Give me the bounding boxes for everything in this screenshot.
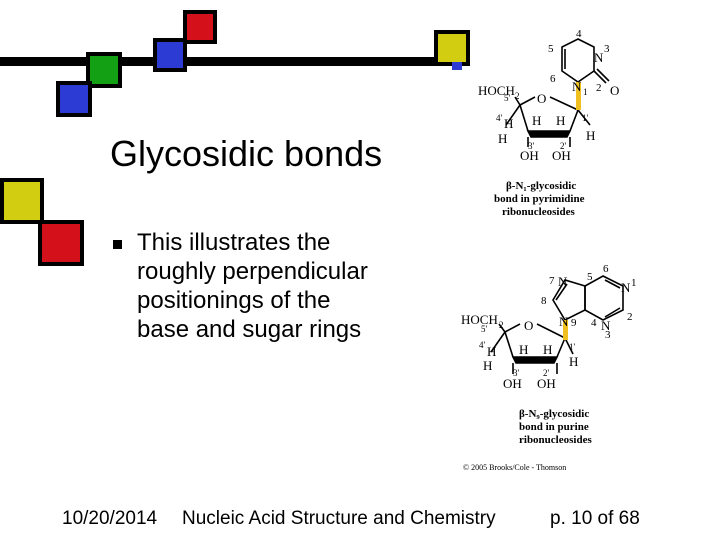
ring-oxygen-label: O: [524, 318, 533, 333]
atom-label: O: [610, 83, 619, 98]
bullet-text: This illustrates the roughly perpendicul…: [137, 228, 437, 344]
deco-square-green: [86, 52, 122, 88]
ring-number: 4: [576, 28, 582, 40]
slide-title: Glycosidic bonds: [110, 133, 383, 174]
figure-caption-line: bond in purine: [519, 421, 589, 433]
footer-course-title: Nucleic Acid Structure and Chemistry: [182, 508, 496, 529]
atom-label: N: [594, 50, 604, 65]
carbon-number: 5': [504, 93, 511, 103]
hydroxyl-label: OH: [537, 376, 556, 391]
ring-number: 5: [587, 271, 593, 283]
atom-label: H: [487, 344, 496, 359]
sugar-group-subscript: 2: [515, 91, 520, 101]
atom-label: H: [543, 342, 552, 357]
ring-number: 6: [603, 263, 609, 275]
atom-label: H: [483, 358, 492, 373]
ring-number: 1: [631, 277, 637, 289]
figure-caption-line: ribonucleosides: [502, 206, 575, 218]
atom-label: H: [504, 116, 513, 131]
bullet-line: base and sugar rings: [137, 316, 362, 343]
atom-label: H: [498, 131, 507, 146]
ring-oxygen-label: O: [537, 91, 546, 106]
carbon-number: 4': [479, 340, 486, 350]
atom-label: N: [601, 318, 611, 333]
bullet-line: roughly perpendicular: [137, 258, 368, 285]
ring-number: 5: [548, 43, 554, 55]
hydroxyl-label: OH: [552, 148, 571, 163]
atom-label: H: [556, 113, 565, 128]
carbon-number: 2': [560, 141, 567, 151]
ring-number: 9: [571, 317, 577, 329]
figure-caption-line: β-N₉-glycosidic: [519, 408, 589, 420]
deco-square-yellow: [434, 30, 470, 66]
atom-label: N: [621, 280, 631, 295]
ring-number: 7: [549, 275, 555, 287]
ring-number: 3: [605, 329, 611, 341]
ring-number: 2: [596, 82, 602, 94]
deco-square-red: [183, 10, 217, 44]
carbon-number: 3': [513, 368, 520, 378]
figure-caption-line: bond in pyrimidine: [494, 193, 585, 205]
header-bar: [0, 57, 462, 66]
deco-square-small-blue: [452, 62, 462, 70]
figure-caption-line: β-N₁-glycosidic: [506, 180, 576, 192]
deco-square-yellow-2: [0, 178, 44, 224]
pyrimidine-nucleoside-diagram: 4 3 5 6 2 N N 1 O HOCH 2 O H H H H H OH …: [478, 28, 619, 218]
ring-number: 8: [541, 295, 547, 307]
purine-nucleoside-diagram: 7 8 5 6 1 2 4 3 9 N N N N HOCH 2 O H H H…: [461, 263, 637, 472]
sugar-group-label: HOCH: [478, 83, 515, 98]
carbon-number: 2': [543, 368, 550, 378]
atom-label: H: [569, 354, 578, 369]
atom-label: H: [532, 113, 541, 128]
atom-label: N: [558, 274, 568, 289]
atom-subscript: 1: [583, 87, 588, 97]
carbon-number: 4': [496, 113, 503, 123]
carbon-number: 3': [528, 141, 535, 151]
sugar-group-label: HOCH: [461, 312, 498, 327]
copyright-notice: © 2005 Brooks/Cole - Thomson: [463, 463, 566, 472]
carbon-number: 1': [582, 113, 589, 123]
atom-label: H: [519, 342, 528, 357]
ring-number: 3: [604, 43, 610, 55]
bullet-line: This illustrates the: [137, 229, 331, 256]
figure-caption-line: ribonucleosides: [519, 434, 592, 446]
carbon-number: 1': [569, 342, 576, 352]
footer-date: 10/20/2014: [62, 508, 158, 529]
deco-square-blue-2: [56, 81, 92, 117]
atom-label: N: [572, 79, 582, 94]
hydroxyl-label: OH: [520, 148, 539, 163]
bullet-marker-icon: [113, 240, 122, 249]
atom-label: H: [586, 128, 595, 143]
ring-number: 4: [591, 317, 597, 329]
ring-number: 6: [550, 73, 556, 85]
sugar-group-subscript: 2: [499, 320, 504, 330]
footer-page-number: p. 10 of 68: [550, 508, 640, 529]
hydroxyl-label: OH: [503, 376, 522, 391]
carbon-number: 5': [481, 324, 488, 334]
atom-label: N: [559, 314, 569, 329]
bullet-line: positionings of the: [137, 287, 331, 314]
ring-number: 2: [627, 311, 633, 323]
deco-square-red-2: [38, 220, 84, 266]
deco-square-blue: [153, 38, 187, 72]
